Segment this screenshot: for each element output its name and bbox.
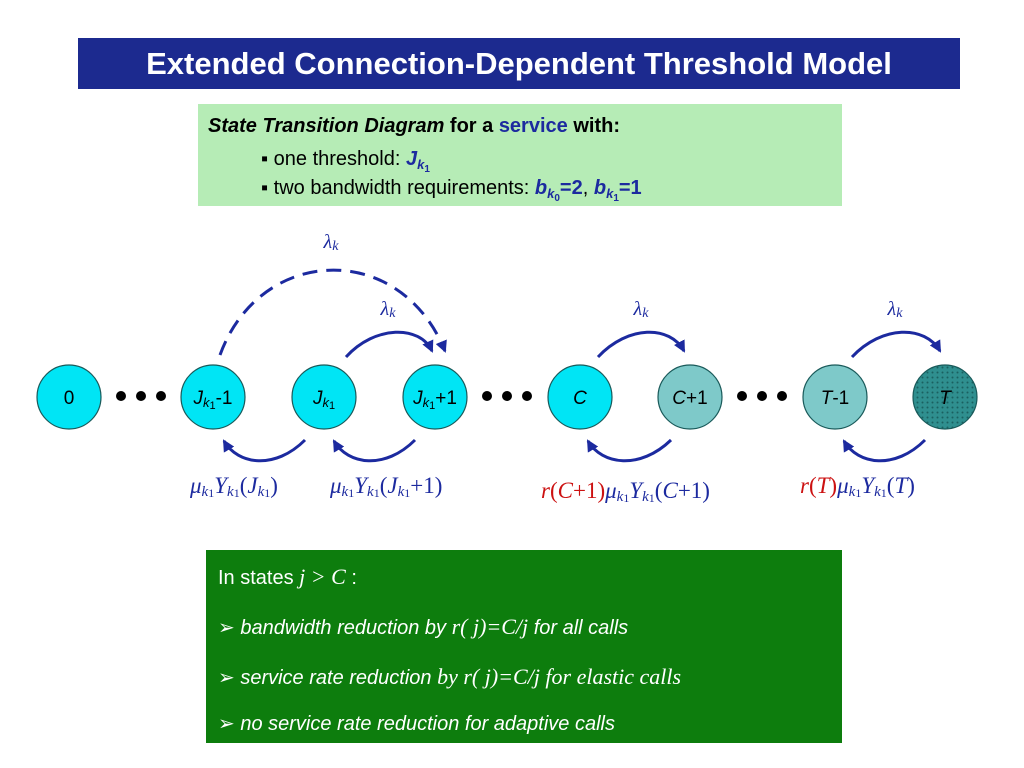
arrow-lambda-dashed xyxy=(218,268,447,356)
lambda-label: λk xyxy=(380,298,397,321)
threshold-symbol: Jk1 xyxy=(405,148,430,175)
state-t-minus-1 xyxy=(802,364,868,430)
state-label-jk1-minus-1: Jk1-1 xyxy=(192,388,232,412)
state-label-t: T xyxy=(939,388,952,409)
ellipsis-dot xyxy=(757,391,767,401)
ellipsis-dot xyxy=(136,391,146,401)
state-jk1-plus-1 xyxy=(402,364,468,430)
arrow-lambda-jk1 xyxy=(344,330,434,359)
arrow-mu-t xyxy=(842,438,927,463)
state-c-plus-1 xyxy=(657,364,723,430)
page-title: Extended Connection-Dependent Threshold … xyxy=(78,38,960,89)
mu-label-jk1: μk1Yk1(Jk1) xyxy=(189,473,278,500)
info-heading: State Transition Diagram for a service w… xyxy=(208,115,620,137)
bandwidth-b0: bk0=2 xyxy=(534,177,583,204)
ellipsis-dot xyxy=(482,391,492,401)
notes-item-elastic: ➢ service rate reduction by r( j)=C/j fo… xyxy=(218,664,682,689)
arrow-mu-jk1 xyxy=(222,438,307,463)
lambda-label: λk xyxy=(633,298,650,321)
mu-label-jk1-plus-1: μk1Yk1(Jk1+1) xyxy=(329,473,442,500)
state-jk1-minus-1 xyxy=(180,364,246,430)
mu-label-c-plus-1: r(C+1)μk1Yk1(C+1) xyxy=(541,478,710,505)
ellipsis-dot xyxy=(116,391,126,401)
info-bullet-bandwidth: ▪ two bandwidth requirements: bk0=2, bk1… xyxy=(261,177,642,204)
lambda-label: λk xyxy=(323,231,340,254)
state-label-0: 0 xyxy=(64,388,75,409)
info-box: State Transition Diagram for a service w… xyxy=(198,104,842,206)
ellipsis-dot xyxy=(777,391,787,401)
arrow-lambda-t xyxy=(850,330,942,359)
state-label-jk1-plus-1: Jk1+1 xyxy=(412,388,457,412)
notes-box: In states j > C : ➢ bandwidth reduction … xyxy=(206,550,842,743)
info-bullet-threshold: ▪ one threshold: Jk1 xyxy=(261,148,430,175)
state-label-jk1: Jk1 xyxy=(312,388,335,412)
state-jk1 xyxy=(291,364,357,430)
arrow-mu-jk1-plus-1 xyxy=(332,438,417,463)
notes-item-adaptive: ➢ no service rate reduction for adaptive… xyxy=(218,713,615,735)
arrow-mu-c-plus-1 xyxy=(586,438,673,463)
ellipsis-dot xyxy=(737,391,747,401)
arrow-lambda-c xyxy=(596,330,686,359)
state-t xyxy=(912,364,978,430)
ellipsis-dot xyxy=(522,391,532,401)
state-label-t-minus-1: T-1 xyxy=(821,388,850,409)
ellipsis-dot xyxy=(156,391,166,401)
state-transition-diagram: 0 Jk1-1 Jk1 Jk1+1 C C+1 T-1 T λk λk λk λ… xyxy=(36,231,978,505)
notes-item-bandwidth: ➢ bandwidth reduction by r( j)=C/j for a… xyxy=(218,614,629,639)
state-0 xyxy=(36,364,102,430)
bandwidth-b1: bk1=1 xyxy=(593,177,642,204)
ellipsis-dot xyxy=(502,391,512,401)
state-label-c-plus-1: C+1 xyxy=(672,388,707,409)
state-label-c: C xyxy=(573,388,587,409)
mu-label-t: r(T)μk1Yk1(T) xyxy=(800,473,915,500)
lambda-label: λk xyxy=(887,298,904,321)
state-c xyxy=(547,364,613,430)
notes-intro: In states j > C : xyxy=(218,564,357,589)
